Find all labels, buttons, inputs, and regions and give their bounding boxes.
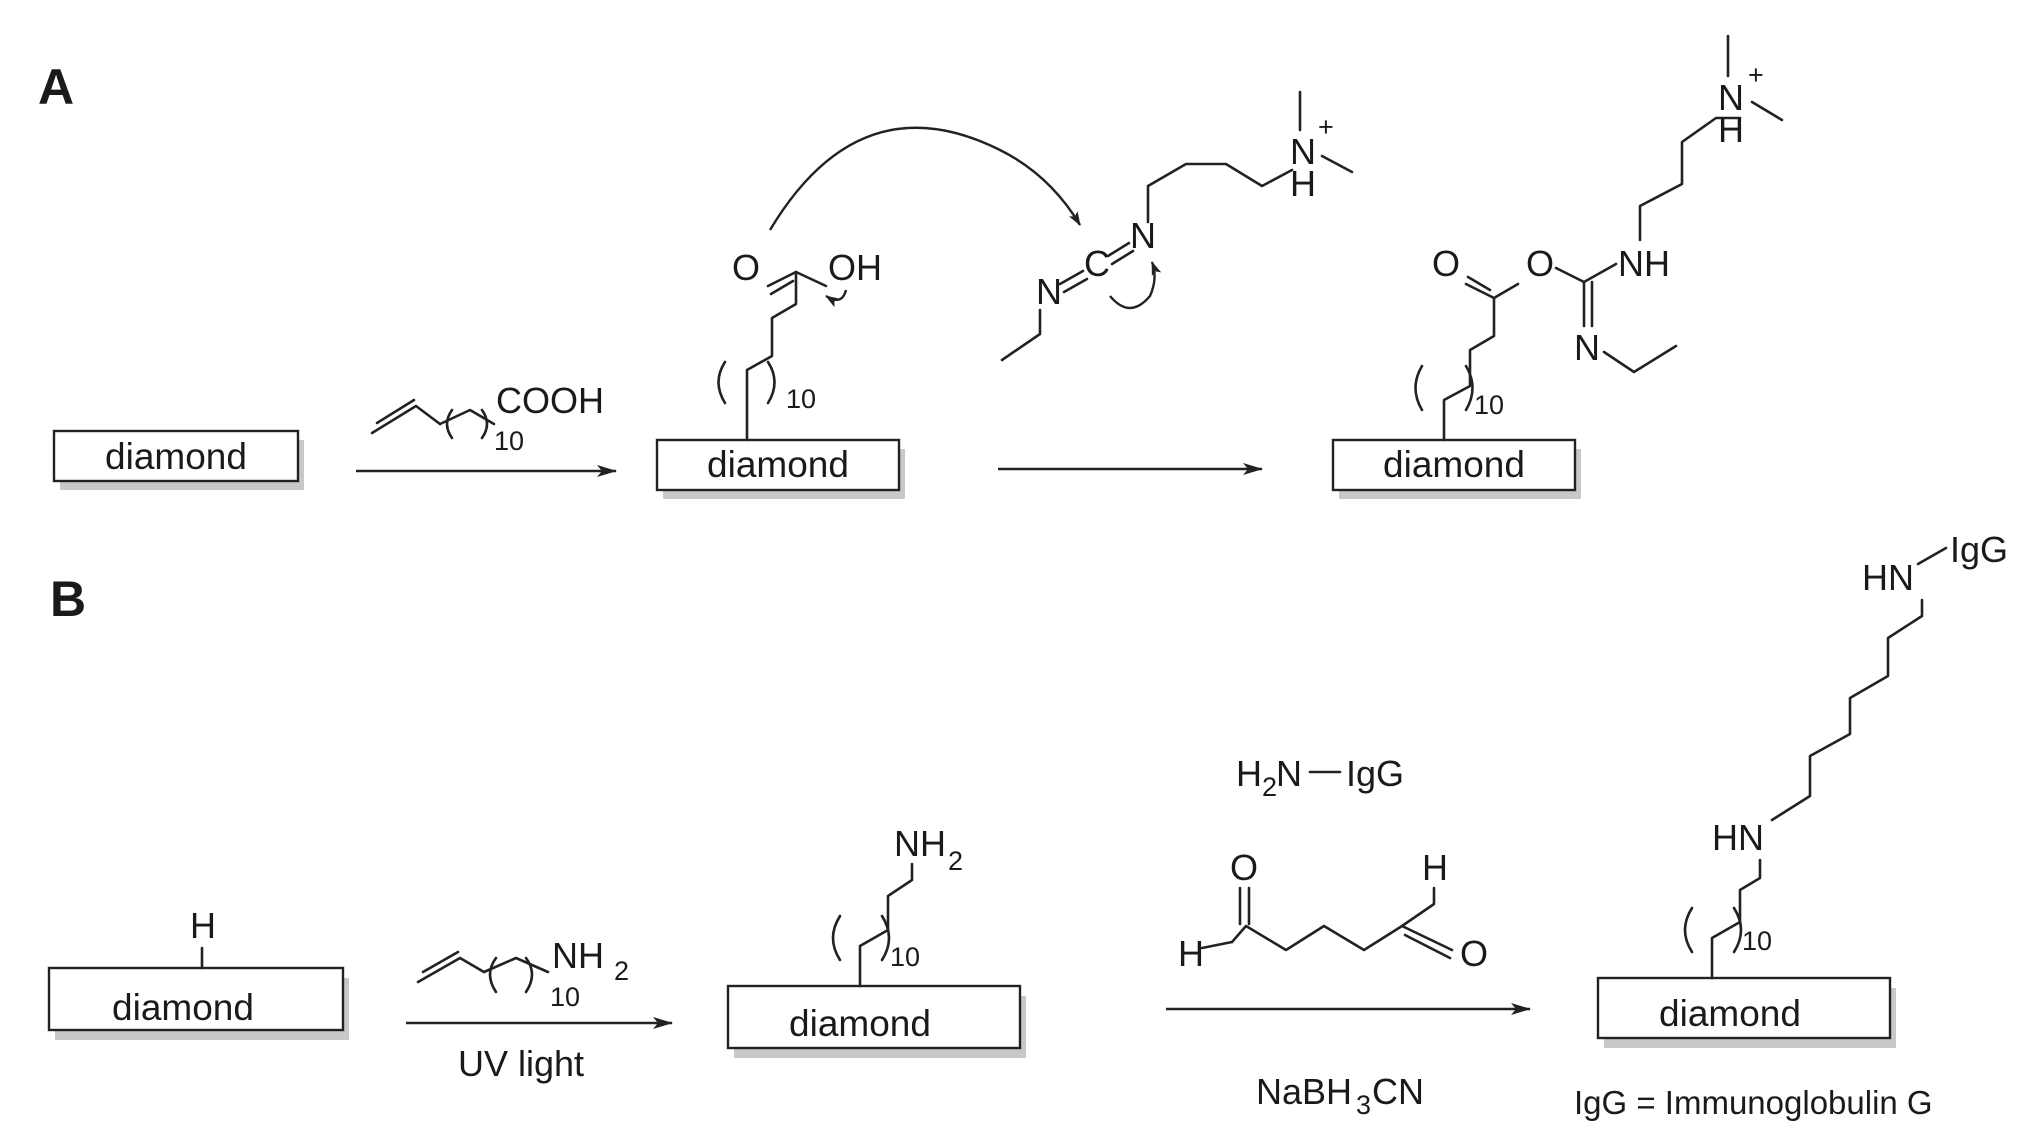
- svg-text:IgG: IgG: [1346, 753, 1404, 794]
- svg-text:10: 10: [550, 982, 580, 1012]
- svg-text:2: 2: [1262, 772, 1277, 802]
- svg-text:H: H: [1422, 847, 1448, 888]
- svg-text:diamond: diamond: [707, 444, 849, 485]
- svg-text:2: 2: [948, 846, 963, 876]
- svg-text:O: O: [1460, 933, 1488, 974]
- svg-text:IgG: IgG: [1950, 529, 2008, 570]
- svg-text:2: 2: [614, 956, 629, 986]
- attack-curly-arrow: [768, 126, 1082, 231]
- o-acylisourea-product: 10 O O N NH N H +: [1414, 34, 1784, 442]
- svg-text:H: H: [1236, 753, 1262, 794]
- svg-text:O: O: [1230, 847, 1258, 888]
- svg-text:diamond: diamond: [112, 987, 254, 1028]
- svg-text:HN: HN: [1862, 557, 1914, 598]
- svg-text:NH: NH: [1618, 243, 1670, 284]
- svg-text:CN: CN: [1372, 1071, 1424, 1112]
- svg-text:O: O: [1526, 243, 1554, 284]
- svg-text:10: 10: [890, 942, 920, 972]
- svg-text:+: +: [1318, 112, 1334, 142]
- svg-text:H: H: [1718, 109, 1744, 150]
- igg-conjugate-chain: 10 HN HN IgG: [1683, 529, 2008, 980]
- svg-text:N: N: [1276, 753, 1302, 794]
- svg-text:10: 10: [1474, 390, 1504, 420]
- svg-text:N: N: [1290, 131, 1316, 172]
- svg-text:10: 10: [494, 426, 524, 456]
- svg-text:N: N: [1718, 77, 1744, 118]
- undecenoic-acid-reagent: COOH 10: [370, 380, 604, 456]
- diamond-substrate-b3: diamond: [1596, 976, 1896, 1048]
- svg-text:+: +: [1748, 60, 1764, 90]
- carboxylic-acid-chain: 10 O OH: [717, 247, 882, 442]
- glutaraldehyde-reagent: O H H O: [1178, 847, 1488, 974]
- igg-amine-reagent: H 2 N IgG: [1236, 753, 1404, 802]
- panel-label-a: A: [38, 59, 74, 115]
- svg-text:NH: NH: [894, 823, 946, 864]
- igg-legend: IgG = Immunoglobulin G: [1574, 1084, 1933, 1121]
- svg-text:diamond: diamond: [105, 436, 247, 477]
- amine-chain: 10 NH 2: [831, 823, 963, 988]
- svg-text:H: H: [1178, 933, 1204, 974]
- edc-carbodiimide: N C N N H +: [1000, 90, 1354, 362]
- svg-text:NH: NH: [552, 935, 604, 976]
- svg-text:N: N: [1574, 327, 1600, 368]
- svg-text:H: H: [1290, 163, 1316, 204]
- svg-text:diamond: diamond: [1659, 993, 1801, 1034]
- svg-text:N: N: [1036, 271, 1062, 312]
- svg-text:NaBH: NaBH: [1256, 1071, 1352, 1112]
- svg-text:diamond: diamond: [789, 1003, 931, 1044]
- svg-text:COOH: COOH: [496, 380, 604, 421]
- uv-light-condition: UV light: [458, 1043, 584, 1084]
- diamond-substrate-a2: diamond: [655, 438, 905, 499]
- diamond-substrate-b2: diamond: [726, 984, 1026, 1058]
- svg-text:10: 10: [786, 384, 816, 414]
- diamond-substrate-b1: diamond H: [47, 905, 349, 1040]
- nabh3cn-reductant: NaBH 3 CN: [1256, 1071, 1424, 1120]
- diamond-substrate-a3: diamond: [1331, 438, 1581, 499]
- svg-text:O: O: [732, 247, 760, 288]
- svg-text:C: C: [1084, 243, 1110, 284]
- undecenylamine-reagent: NH 2 10: [416, 935, 629, 1012]
- svg-text:OH: OH: [828, 247, 882, 288]
- svg-text:diamond: diamond: [1383, 444, 1525, 485]
- panel-label-b: B: [50, 571, 86, 627]
- svg-text:HN: HN: [1712, 817, 1764, 858]
- svg-text:10: 10: [1742, 926, 1772, 956]
- svg-text:H: H: [190, 905, 216, 946]
- svg-text:N: N: [1130, 215, 1156, 256]
- svg-text:O: O: [1432, 243, 1460, 284]
- diamond-substrate-a1: diamond: [52, 429, 304, 490]
- svg-text:3: 3: [1356, 1090, 1371, 1120]
